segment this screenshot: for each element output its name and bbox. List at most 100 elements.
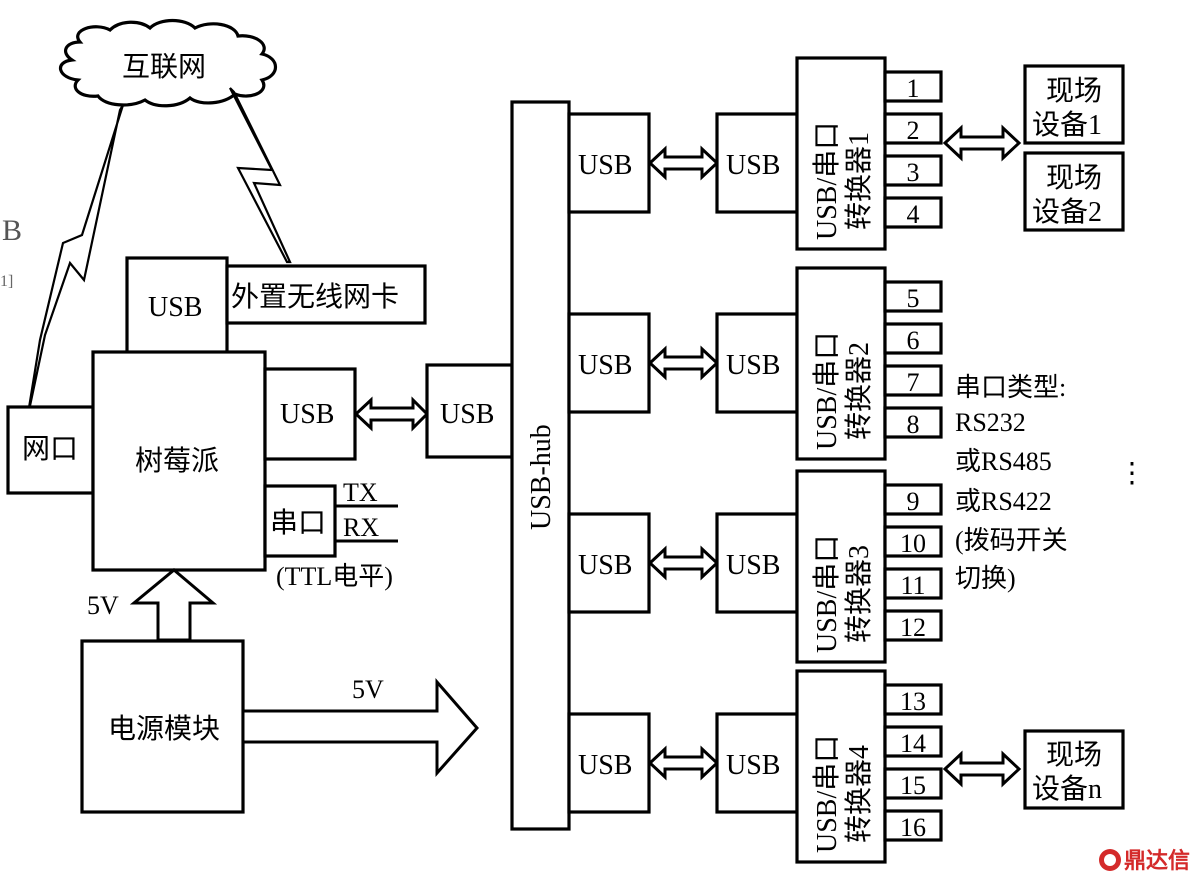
serial-port-number: 2 [907, 116, 920, 145]
serial-port-box [883, 322, 943, 355]
serial-port-label: 串口 [270, 507, 326, 539]
hub-usb-port-label: USB [578, 350, 632, 381]
serial-port-number: 3 [907, 158, 920, 187]
usb-serial-converter-box [795, 469, 887, 664]
pi-usb-right-box [263, 367, 357, 461]
hub-usb-port-label: USB [578, 750, 632, 781]
converter-label-line1: USB/串口 [811, 122, 843, 240]
hub-usb-port-box [567, 512, 651, 614]
usb-hub-box [510, 100, 571, 831]
serial-port-number: 15 [900, 771, 926, 800]
serial-port-box [883, 567, 943, 600]
converter-channel-1: USB USB USB/串口转换器1 1 2 3 4 [567, 56, 943, 251]
serial-note-line: (拨码开关 [955, 526, 1068, 555]
field-device-2-line2: 设备2 [1032, 196, 1102, 228]
pi-usb-top-label: USB [148, 292, 202, 323]
serial-port-number: 7 [907, 368, 920, 397]
pi-power-label: 5V [87, 591, 119, 620]
converter-label-line1: USB/串口 [811, 735, 843, 853]
field-device-2-box [1023, 151, 1125, 232]
usb-double-arrow-icon [647, 145, 720, 181]
pi-usb-right-label: USB [280, 399, 334, 430]
wireless-card-box [225, 264, 427, 325]
field-device-n-line2: 设备n [1032, 773, 1102, 805]
hub-power-label: 5V [352, 675, 384, 704]
margin-fragment-ref: 1] [0, 273, 13, 290]
wireless-link-bolt-icon [229, 87, 292, 264]
usb-double-arrow-icon [647, 545, 720, 581]
serial-type-note: 串口类型: RS232 或RS485 或RS422 (拨码开关 切换) [955, 373, 1068, 593]
field-device-1-line1: 现场 [1046, 76, 1102, 107]
devicen-double-arrow-icon [942, 750, 1022, 788]
serial-port-box [883, 609, 943, 642]
field-device-n-line1: 现场 [1046, 740, 1102, 771]
field-device-1-box [1023, 64, 1125, 145]
serial-port-box [883, 683, 943, 716]
hub-power-arrow-icon [241, 677, 479, 777]
serial-port-box [883, 154, 943, 187]
power-module-label: 电源模块 [108, 713, 220, 745]
device1-double-arrow-icon [942, 124, 1022, 162]
more-ellipsis: ⋮ [1118, 458, 1146, 489]
serial-port-box [883, 364, 943, 397]
converter-usb-box [715, 712, 799, 814]
serial-note-line: 串口类型: [955, 373, 1066, 402]
pi-hub-double-arrow-icon [353, 396, 430, 432]
margin-fragment-b: B [2, 214, 22, 247]
power-module-box [80, 639, 245, 814]
ttl-level-label: (TTL电平) [276, 562, 393, 591]
internet-cloud: 互联网 [59, 18, 278, 108]
serial-port-number: 16 [900, 813, 926, 842]
serial-port-number: 13 [900, 687, 926, 716]
wireless-card-label: 外置无线网卡 [231, 281, 399, 313]
converter-usb-label: USB [726, 550, 780, 581]
converter-usb-box [715, 312, 799, 414]
serial-port-box [883, 280, 943, 313]
net-port-label: 网口 [22, 434, 78, 465]
serial-port-box [883, 70, 943, 103]
converter-usb-label: USB [726, 750, 780, 781]
field-device-n-box [1023, 729, 1125, 810]
serial-port-number: 9 [907, 487, 920, 516]
converter-label-line2: 转换器1 [843, 132, 875, 230]
serial-note-line: 或RS422 [955, 487, 1052, 516]
converter-label-line2: 转换器2 [843, 342, 875, 440]
field-device-2-line1: 现场 [1046, 163, 1102, 194]
serial-port-box [883, 112, 943, 145]
converter-usb-box [715, 112, 799, 214]
converter-label-line2: 转换器4 [843, 745, 875, 843]
serial-port-number: 11 [900, 571, 925, 600]
usb-serial-converter-box [795, 266, 887, 461]
watermark-text: 鼎达信 [1124, 848, 1190, 874]
serial-port-box [883, 525, 943, 558]
serial-note-line: RS232 [955, 408, 1026, 437]
converter-channel-4: USB USB USB/串口转换器4 13 14 15 16 [567, 669, 943, 864]
serial-note-line: 切换) [955, 564, 1016, 593]
converter-usb-label: USB [726, 150, 780, 181]
serial-port-number: 5 [907, 284, 920, 313]
wired-link-bolt-icon [25, 104, 125, 421]
serial-port-number: 10 [900, 529, 926, 558]
serial-note-line: 或RS485 [955, 447, 1052, 476]
serial-port-number: 4 [907, 200, 920, 229]
serial-port-box [263, 484, 337, 558]
converter-usb-label: USB [726, 350, 780, 381]
serial-port-box [883, 767, 943, 800]
serial-port-box [883, 406, 943, 439]
hub-usb-in-label: USB [440, 399, 494, 430]
usb-double-arrow-icon [647, 345, 720, 381]
hub-usb-port-label: USB [578, 550, 632, 581]
cloud-label: 互联网 [122, 52, 206, 83]
hub-usb-port-label: USB [578, 150, 632, 181]
serial-port-number: 14 [900, 729, 926, 758]
serial-port-number: 1 [907, 74, 920, 103]
rx-label: RX [343, 513, 379, 542]
pi-power-arrow-icon [129, 568, 218, 642]
converter-label-line1: USB/串口 [811, 535, 843, 653]
raspberry-pi-label: 树莓派 [135, 445, 219, 477]
field-device-1-line2: 设备1 [1032, 109, 1102, 141]
serial-port-box [883, 196, 943, 229]
